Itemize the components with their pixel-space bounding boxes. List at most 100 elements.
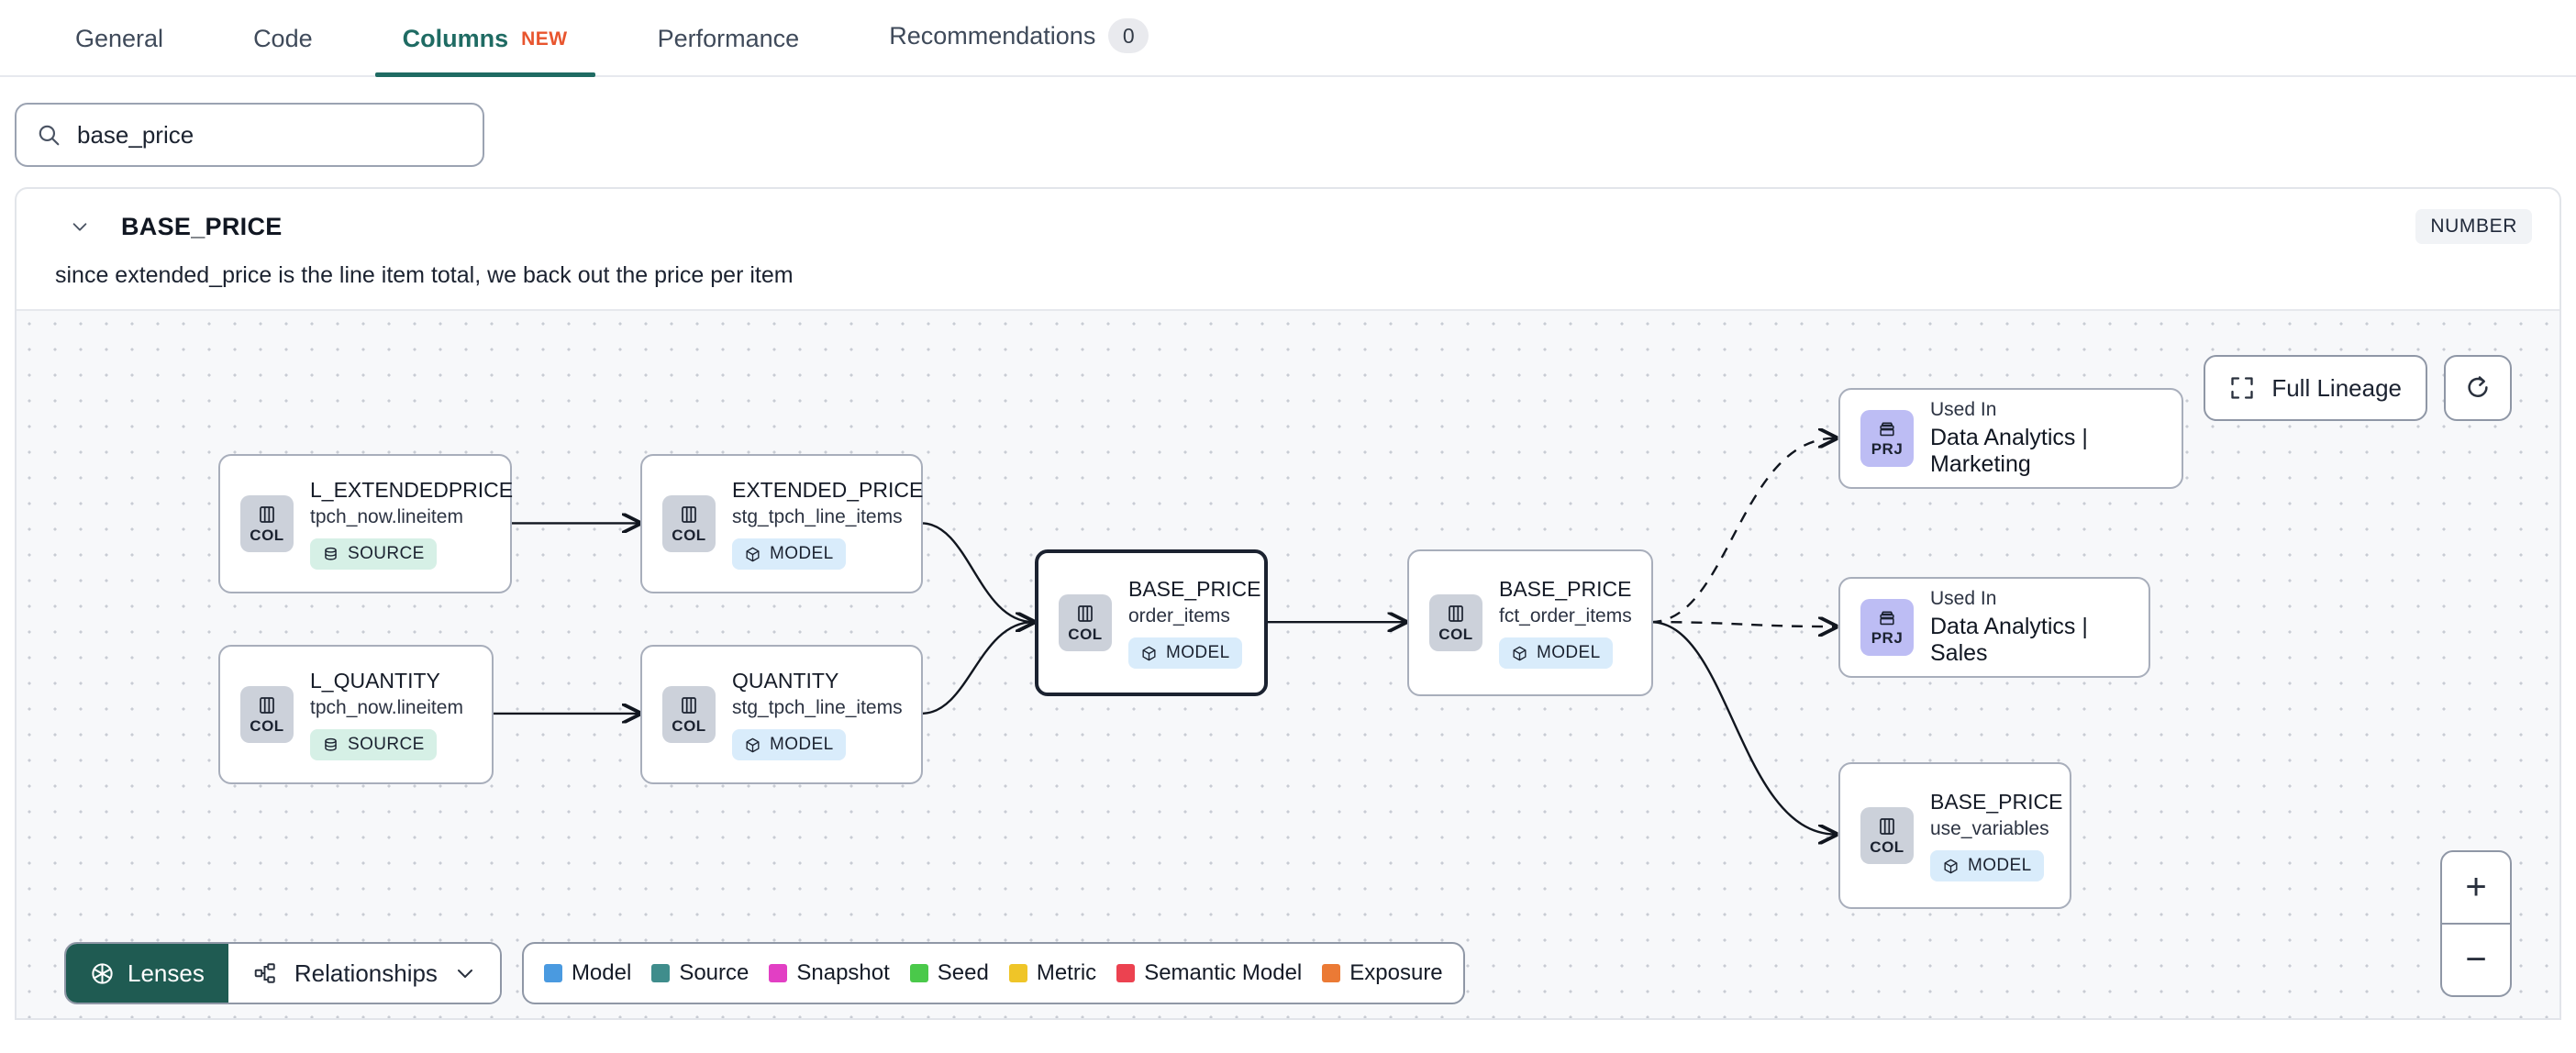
column-header: BASE_PRICE NUMBER bbox=[17, 189, 2559, 244]
chevron-down-icon[interactable] bbox=[70, 216, 90, 237]
col-type-chip: COL bbox=[1429, 594, 1482, 651]
lenses-button[interactable]: Lenses bbox=[66, 944, 228, 1003]
legend-swatch bbox=[1322, 964, 1341, 982]
legend-swatch bbox=[543, 964, 562, 982]
legend-item-seed: Seed bbox=[909, 960, 989, 986]
node-usedin-label: Used In bbox=[1930, 399, 1997, 420]
tab-columns[interactable]: Columns NEW bbox=[374, 25, 595, 77]
relationships-icon bbox=[252, 961, 278, 985]
node-kind-badge: MODEL bbox=[1128, 637, 1242, 669]
tab-label: General bbox=[75, 25, 164, 52]
tab-performance[interactable]: Performance bbox=[630, 25, 827, 75]
lineage-legend: Model Source Snapshot Seed Metric bbox=[521, 942, 1465, 1004]
node-kind-badge: MODEL bbox=[1930, 850, 2044, 881]
node-usedin-label: Used In bbox=[1930, 588, 1997, 609]
lineage-node-quantity[interactable]: COL QUANTITY stg_tpch_line_items MODEL bbox=[640, 645, 923, 784]
expand-icon bbox=[2229, 375, 2255, 401]
legend-swatch bbox=[769, 964, 788, 982]
tab-recommendations[interactable]: Recommendations 0 bbox=[861, 18, 1176, 75]
canvas-bottom-bar: Lenses Relationships bbox=[64, 942, 1465, 1004]
refresh-icon bbox=[2464, 374, 2492, 402]
legend-swatch bbox=[1008, 964, 1027, 982]
lineage-node-project-sales[interactable]: PRJ Used In Data Analytics | Sales bbox=[1838, 577, 2150, 678]
lineage-node-project-marketing[interactable]: PRJ Used In Data Analytics | Marketing bbox=[1838, 388, 2183, 489]
lineage-node-extended-price[interactable]: COL EXTENDED_PRICE stg_tpch_line_items M… bbox=[640, 454, 923, 593]
node-project-name: Data Analytics | Marketing bbox=[1930, 425, 2088, 477]
refresh-button[interactable] bbox=[2444, 355, 2512, 421]
prj-type-chip: PRJ bbox=[1860, 410, 1914, 467]
node-subtitle: stg_tpch_line_items bbox=[732, 506, 903, 527]
tab-label: Code bbox=[253, 25, 313, 52]
col-chip-label: COL bbox=[672, 716, 706, 735]
col-chip-label: COL bbox=[250, 716, 284, 735]
tab-code[interactable]: Code bbox=[226, 25, 340, 75]
legend-item-exposure: Exposure bbox=[1322, 960, 1443, 986]
node-kind-label: MODEL bbox=[1166, 643, 1230, 662]
tab-new-badge: NEW bbox=[521, 28, 568, 50]
zoom-in-button[interactable]: + bbox=[2442, 852, 2510, 925]
lenses-group: Lenses Relationships bbox=[64, 942, 502, 1004]
node-subtitle: tpch_now.lineitem bbox=[310, 697, 463, 718]
lineage-canvas[interactable]: COL L_EXTENDEDPRICE tpch_now.lineitem SO… bbox=[17, 309, 2559, 1018]
legend-swatch bbox=[909, 964, 928, 982]
search-input[interactable]: base_price bbox=[15, 103, 484, 167]
full-lineage-button[interactable]: Full Lineage bbox=[2204, 355, 2427, 421]
lineage-node-base-price-order-items[interactable]: COL BASE_PRICE order_items MODEL bbox=[1035, 549, 1268, 696]
col-type-chip: COL bbox=[662, 495, 716, 552]
node-kind-badge: MODEL bbox=[732, 729, 846, 760]
full-lineage-label: Full Lineage bbox=[2271, 373, 2402, 402]
lineage-node-base-price-use-variables[interactable]: COL BASE_PRICE use_variables MODEL bbox=[1838, 762, 2071, 909]
lineage-node-l-extendedprice[interactable]: COL L_EXTENDEDPRICE tpch_now.lineitem SO… bbox=[218, 454, 514, 593]
legend-item-snapshot: Snapshot bbox=[769, 960, 890, 986]
node-subtitle: stg_tpch_line_items bbox=[732, 697, 903, 718]
node-subtitle: use_variables bbox=[1930, 818, 2049, 839]
legend-item-source: Source bbox=[651, 960, 749, 986]
search-section: base_price bbox=[0, 77, 2576, 187]
node-subtitle: order_items bbox=[1128, 605, 1230, 626]
tab-label: Columns bbox=[402, 25, 509, 52]
col-type-chip: COL bbox=[240, 495, 294, 552]
legend-label: Source bbox=[679, 960, 749, 985]
relationships-label: Relationships bbox=[294, 959, 438, 987]
prj-type-chip: PRJ bbox=[1860, 599, 1914, 656]
column-panel: BASE_PRICE NUMBER since extended_price i… bbox=[15, 187, 2561, 1020]
node-kind-badge: MODEL bbox=[1499, 637, 1613, 669]
col-chip-label: COL bbox=[250, 526, 284, 544]
tab-label: Performance bbox=[657, 25, 800, 52]
node-kind-badge: SOURCE bbox=[310, 538, 437, 570]
col-type-chip: COL bbox=[240, 686, 294, 743]
lineage-node-base-price-fct-order-items[interactable]: COL BASE_PRICE fct_order_items MODEL bbox=[1407, 549, 1653, 696]
legend-item-semantic-model: Semantic Model bbox=[1116, 960, 1302, 986]
legend-label: Semantic Model bbox=[1144, 960, 1303, 985]
lineage-node-l-quantity[interactable]: COL L_QUANTITY tpch_now.lineitem SOURCE bbox=[218, 645, 494, 784]
prj-chip-label: PRJ bbox=[1871, 628, 1904, 647]
canvas-top-controls: Full Lineage bbox=[2204, 355, 2512, 421]
relationships-button[interactable]: Relationships bbox=[228, 944, 500, 1003]
col-chip-label: COL bbox=[1870, 837, 1904, 856]
node-title: L_EXTENDEDPRICE bbox=[310, 478, 514, 502]
node-title: L_QUANTITY bbox=[310, 669, 440, 693]
zoom-out-button[interactable]: − bbox=[2465, 939, 2487, 980]
node-title: BASE_PRICE bbox=[1128, 577, 1261, 601]
legend-item-model: Model bbox=[543, 960, 632, 986]
node-title: BASE_PRICE bbox=[1499, 577, 1632, 601]
node-kind-label: SOURCE bbox=[348, 544, 425, 563]
col-chip-label: COL bbox=[1438, 625, 1473, 643]
node-kind-badge: SOURCE bbox=[310, 729, 437, 760]
col-type-chip: COL bbox=[1860, 807, 1914, 864]
legend-label: Exposure bbox=[1349, 960, 1443, 985]
node-kind-label: MODEL bbox=[770, 735, 834, 754]
node-kind-label: SOURCE bbox=[348, 735, 425, 754]
tab-bar: General Code Columns NEW Performance Rec… bbox=[0, 0, 2576, 77]
legend-label: Metric bbox=[1036, 960, 1097, 985]
chevron-down-icon bbox=[454, 962, 476, 984]
aperture-icon bbox=[90, 961, 115, 986]
col-chip-label: COL bbox=[1068, 625, 1103, 643]
legend-label: Snapshot bbox=[796, 960, 890, 985]
prj-chip-label: PRJ bbox=[1871, 439, 1904, 458]
search-icon bbox=[37, 123, 61, 147]
legend-item-metric: Metric bbox=[1008, 960, 1097, 986]
column-description: since extended_price is the line item to… bbox=[55, 262, 794, 288]
tab-general[interactable]: General bbox=[48, 25, 191, 75]
legend-label: Model bbox=[571, 960, 632, 985]
